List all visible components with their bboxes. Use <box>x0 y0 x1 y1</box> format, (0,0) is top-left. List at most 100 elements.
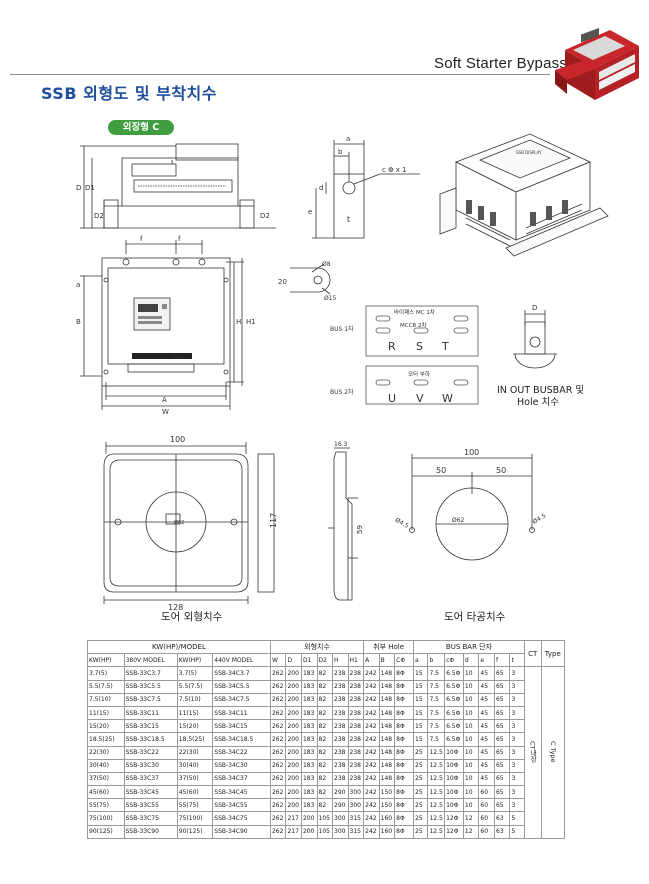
th-ct: CT <box>523 639 542 668</box>
th-sub-column: a <box>413 653 429 668</box>
table-cell: SSB-34C15 <box>212 719 271 734</box>
table-cell: 238 <box>347 666 365 681</box>
table-cell: 183 <box>300 732 318 747</box>
table-cell: 148 <box>378 705 396 721</box>
bus2-term-w: W <box>442 392 453 405</box>
top-label-f1: f <box>140 235 143 243</box>
table-cell: SSB-34C55 <box>212 798 271 813</box>
th-sub-column: 380V MODEL <box>123 653 178 668</box>
table-cell: 262 <box>269 785 287 800</box>
table-cell: 200 <box>285 692 302 707</box>
table-cell: 10Φ <box>444 745 464 760</box>
table-cell: 75(100) <box>87 811 125 826</box>
table-cell: 8Φ <box>394 679 415 694</box>
door-side-drawing: 16.3 59 <box>328 441 364 601</box>
table-cell: 12.5 <box>427 824 446 839</box>
top-label-a: a <box>76 281 80 289</box>
title-rule <box>10 74 550 75</box>
table-cell: 65 <box>493 798 511 813</box>
table-cell: 75(100) <box>176 811 214 826</box>
table-cell: 82 <box>316 705 334 721</box>
cutout-right-hole: Ø4.5 <box>532 512 548 525</box>
table-cell: 242 <box>363 692 380 707</box>
th-sub-column: cΦ <box>444 653 464 668</box>
table-cell: 238 <box>347 732 365 747</box>
table-cell: 15 <box>413 679 429 694</box>
table-cell: 7.5 <box>427 732 446 747</box>
table-cell: 183 <box>300 785 318 800</box>
door-cut-caption: 도어 타공치수 <box>444 611 506 623</box>
table-cell: 8Φ <box>394 811 415 826</box>
door-height-label: 117 <box>269 513 278 528</box>
table-cell: 200 <box>285 771 302 787</box>
top-label-f2: f <box>178 235 181 243</box>
table-cell: 10 <box>462 679 480 694</box>
table-cell: 5 <box>509 811 525 826</box>
table-cell: SSB-33C75 <box>123 811 178 826</box>
table-cell: 12.5 <box>427 771 446 787</box>
table-cell: 300 <box>347 798 365 813</box>
table-cell: 82 <box>316 745 334 760</box>
table-cell: 55(75) <box>176 798 214 813</box>
table-cell: 60 <box>478 785 495 800</box>
table-cell: 200 <box>285 798 302 813</box>
table-cell: SSB-33C5.5 <box>123 679 178 694</box>
th-sub-column: f <box>493 653 511 668</box>
table-cell: 30(40) <box>176 758 214 773</box>
table-cell: 3 <box>509 679 525 694</box>
table-cell: 242 <box>363 745 380 760</box>
table-cell: 242 <box>363 785 380 800</box>
table-cell: 12Φ <box>444 811 464 826</box>
table-cell: SSB-34C11 <box>212 705 271 721</box>
th-sub-column: CΦ <box>394 653 415 668</box>
table-cell: 63 <box>493 811 511 826</box>
table-cell: 45 <box>478 705 495 721</box>
table-cell: 18.5(25) <box>87 732 125 747</box>
table-cell: 238 <box>332 758 349 773</box>
table-cell: 262 <box>269 679 287 694</box>
inout-caption-line1: IN OUT BUSBAR 및 <box>497 385 585 396</box>
table-cell: 82 <box>316 758 334 773</box>
table-cell: 262 <box>269 745 287 760</box>
th-sub-column: KW(HP) <box>87 653 125 668</box>
bus2-term-v: V <box>416 392 424 405</box>
bus2-title: 모터 부하 <box>408 370 430 378</box>
table-cell: 25 <box>413 771 429 787</box>
table-cell: 7.5(10) <box>87 692 125 707</box>
table-cell: 160 <box>378 824 396 839</box>
table-cell: 6.5Φ <box>444 719 464 734</box>
table-cell: 6.5Φ <box>444 666 464 681</box>
table-cell: 242 <box>363 719 380 734</box>
table-cell: SSB-34C3.7 <box>212 666 271 681</box>
table-cell: 3 <box>509 798 525 813</box>
table-cell: 105 <box>316 811 334 826</box>
table-cell: 200 <box>285 666 302 681</box>
th-sub-column: 440V MODEL <box>212 653 271 668</box>
top-label-w: W <box>162 408 169 416</box>
table-cell: 7.5(10) <box>176 692 214 707</box>
table-cell: 45 <box>478 692 495 707</box>
table-cell: 60 <box>478 824 495 839</box>
table-cell: 10Φ <box>444 798 464 813</box>
table-cell: 10 <box>462 771 480 787</box>
table-cell: 82 <box>316 732 334 747</box>
table-cell: 183 <box>300 666 318 681</box>
table-cell: SSB-33C45 <box>123 785 178 800</box>
table-cell: SSB-34C22 <box>212 745 271 760</box>
table-cell: 10 <box>462 745 480 760</box>
table-cell: 15 <box>413 666 429 681</box>
table-cell: 242 <box>363 811 380 826</box>
table-cell: 12.5 <box>427 811 446 826</box>
th-sub-column: W <box>269 653 287 668</box>
table-cell: 90(125) <box>176 824 214 839</box>
cutout-center-label: Ø62 <box>452 517 465 524</box>
table-cell: 10 <box>462 785 480 800</box>
table-cell: 60 <box>478 811 495 826</box>
table-cell: 238 <box>347 745 365 760</box>
th-sub-column: KW(HP) <box>176 653 214 668</box>
table-cell: 6.5Φ <box>444 692 464 707</box>
